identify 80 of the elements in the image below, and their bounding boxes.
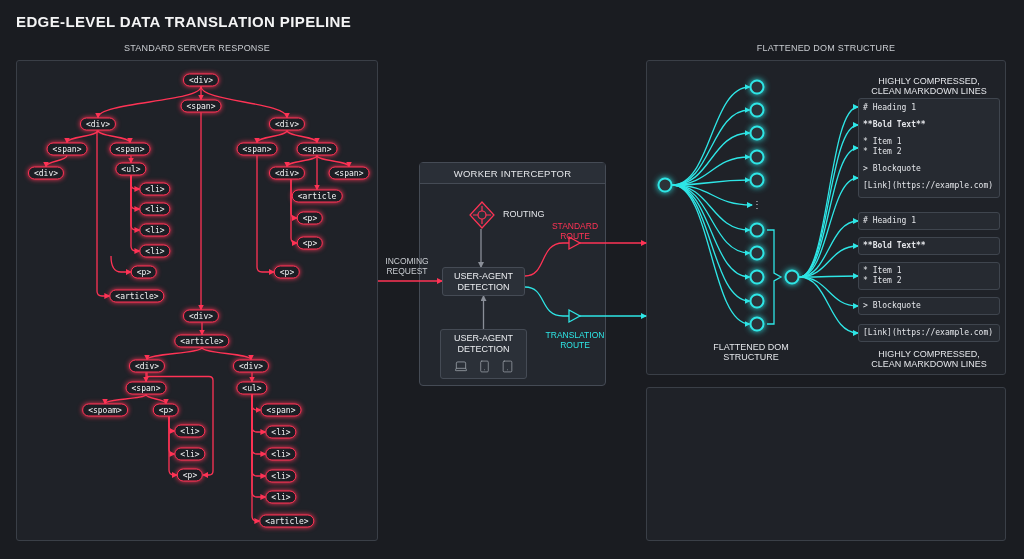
markdown-line: > Blockquote — [863, 164, 922, 174]
tag-pill: <span> — [46, 142, 88, 156]
tag-pill: <article> — [174, 334, 230, 348]
arrow — [524, 286, 647, 319]
arrow — [130, 174, 141, 254]
edge-label: TRANSLATION ROUTE — [544, 330, 606, 350]
arrow — [314, 154, 320, 191]
tag-pill: <li> — [265, 447, 297, 461]
arrow — [286, 129, 318, 144]
markdown-line: **Bold Text** — [863, 120, 927, 130]
arrow — [256, 129, 288, 144]
arrow — [104, 393, 147, 405]
arrow — [198, 85, 204, 101]
arrow — [480, 295, 487, 330]
tag-pill: <ul> — [115, 162, 147, 176]
empty-panel — [646, 387, 1006, 541]
tag-pill: <li> — [265, 469, 297, 483]
arrow — [128, 154, 134, 164]
arrow — [316, 154, 350, 168]
caption-label: HIGHLY COMPRESSED, CLEAN MARKDOWN LINES — [870, 76, 988, 96]
tag-pill: <ul> — [236, 381, 268, 395]
arrow — [286, 154, 318, 168]
panel-heading: STANDARD SERVER RESPONSE — [122, 42, 272, 55]
arrow — [199, 321, 205, 336]
tag-pill: <spoam> — [82, 403, 128, 417]
arrow — [145, 393, 168, 405]
tag-pill: <li> — [265, 490, 297, 504]
tag-pill: <li> — [139, 244, 171, 258]
arrow — [168, 415, 178, 478]
arrow — [143, 371, 149, 383]
tag-pill: <li> — [139, 182, 171, 196]
arrow — [146, 346, 203, 361]
arrow — [251, 393, 261, 524]
tag-pill: <li> — [139, 202, 171, 216]
tag-pill: <span> — [296, 142, 338, 156]
arrow — [478, 228, 484, 268]
panel-heading: FLATTENED DOM STRUCTURE — [755, 42, 897, 55]
arrow — [201, 346, 252, 361]
tag-pill: <span> — [125, 381, 167, 395]
arrow — [249, 371, 255, 383]
arrow — [198, 111, 204, 311]
tag-pill: <span> — [260, 403, 302, 417]
markdown-line: * Item 1 * Item 2 — [863, 137, 903, 157]
tag-pill: <article> — [259, 514, 315, 528]
tag-pill: <article — [291, 189, 343, 203]
edge-label: INCOMING REQUEST — [384, 256, 430, 276]
arrow — [377, 278, 443, 284]
arrow — [96, 129, 111, 299]
arrow — [110, 255, 132, 275]
tag-pill: <article> — [109, 289, 165, 303]
node-label: USER-AGENT DETECTION — [453, 333, 514, 355]
edge-label: STANDARD ROUTE — [550, 221, 600, 241]
tag-pill: <span> — [328, 166, 370, 180]
device-panel — [440, 329, 527, 379]
panel-heading: WORKER INTERCEPTOR — [420, 163, 605, 184]
tag-pill: <span> — [180, 99, 222, 113]
tag-pill: <span> — [236, 142, 278, 156]
tag-pill: <li> — [265, 425, 297, 439]
arrow — [97, 129, 131, 144]
markdown-line: # Heading 1 — [863, 103, 917, 113]
diagram-title: EDGE-LEVEL DATA TRANSLATION PIPELINE — [16, 12, 352, 32]
caption-label: FLATTENED DOM STRUCTURE — [712, 342, 790, 362]
tag-pill: <span> — [109, 142, 151, 156]
arrow — [146, 371, 214, 478]
arrow — [256, 154, 275, 275]
arrow — [671, 184, 751, 279]
arrow — [44, 154, 68, 168]
arrow — [524, 240, 647, 277]
arrow — [290, 178, 298, 246]
ellipsis-text: ⋮ — [752, 199, 762, 211]
caption-label: HIGHLY COMPRESSED, CLEAN MARKDOWN LINES — [870, 349, 988, 369]
tag-pill: <li> — [174, 424, 206, 438]
markdown-panel — [858, 98, 1000, 198]
arrow — [200, 85, 288, 119]
markdown-line: [Link](https://example.com) — [863, 181, 995, 191]
process-box: USER-AGENT DETECTION — [442, 267, 525, 296]
tag-pill: <li> — [174, 447, 206, 461]
node-label: ROUTING — [503, 208, 545, 222]
tag-pill: <li> — [139, 223, 171, 237]
arrow — [66, 129, 99, 144]
